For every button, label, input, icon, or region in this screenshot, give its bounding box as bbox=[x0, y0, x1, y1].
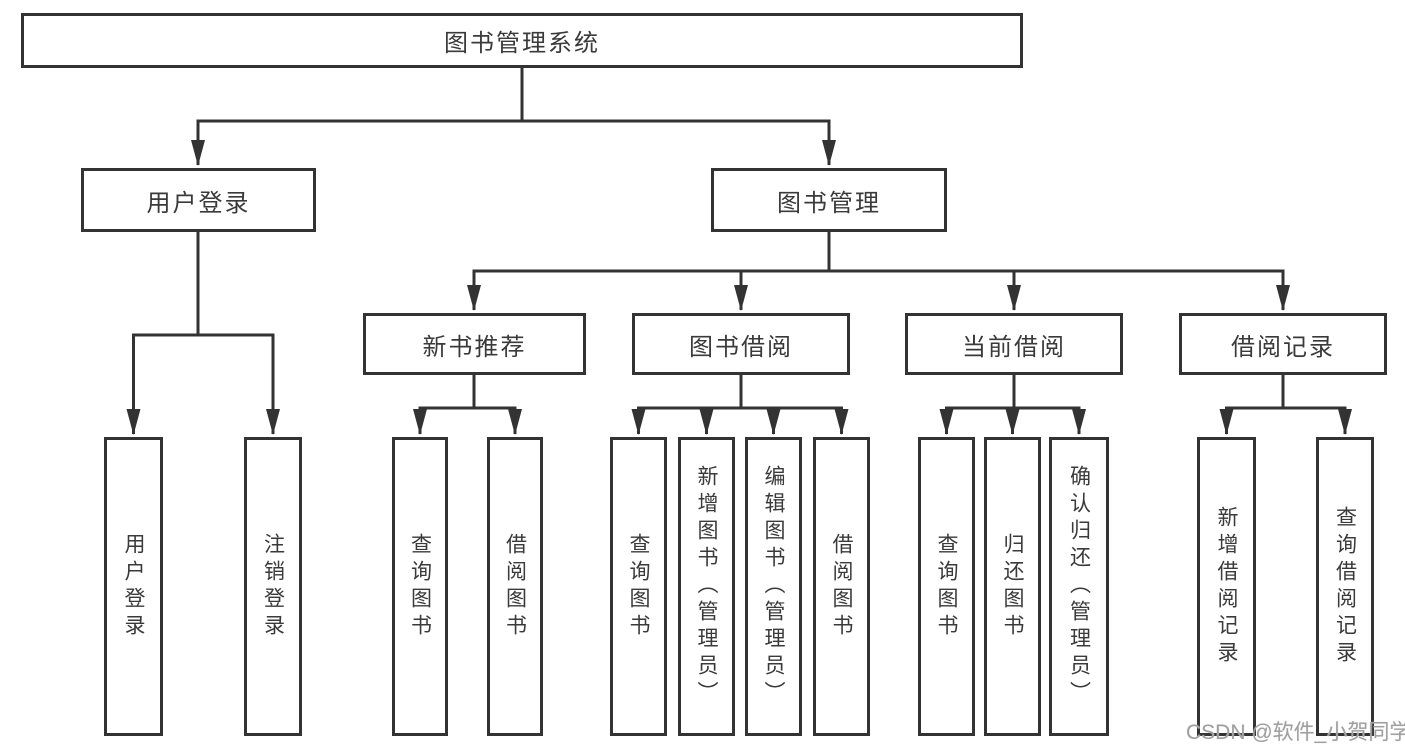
leaf-logout: 注销登录 bbox=[244, 437, 302, 736]
node-root: 图书管理系统 bbox=[21, 13, 1023, 68]
leaf-borrow-books: 借阅图书 bbox=[813, 437, 870, 736]
node-user-login: 用户登录 bbox=[81, 168, 316, 232]
csdn-watermark: CSDN @软件_小贺同学 bbox=[1186, 721, 1405, 744]
leaf-add-books-admin-label: 新增图书（管理员） bbox=[695, 465, 718, 708]
node-book-borrowing: 图书借阅 bbox=[632, 313, 850, 375]
leaf-confirm-return-admin-label: 确认归还（管理员） bbox=[1067, 465, 1091, 708]
node-book-borrowing-label: 图书借阅 bbox=[689, 333, 793, 361]
leaf-add-borrow-record: 新增借阅记录 bbox=[1197, 437, 1256, 736]
leaf-logout-label: 注销登录 bbox=[261, 532, 285, 641]
leaf-edit-books-admin: 编辑图书（管理员） bbox=[745, 437, 802, 736]
node-new-book-recommend: 新书推荐 bbox=[363, 313, 586, 375]
leaf-query-borrow-record-label: 查询借阅记录 bbox=[1333, 505, 1357, 668]
node-borrowing-records-label: 借阅记录 bbox=[1231, 333, 1335, 361]
leaf-query-books-recommend-label: 查询图书 bbox=[408, 532, 432, 641]
leaf-query-books-current: 查询图书 bbox=[918, 437, 975, 736]
leaf-return-books: 归还图书 bbox=[984, 437, 1041, 736]
node-current-borrowing: 当前借阅 bbox=[905, 313, 1123, 375]
leaf-confirm-return-admin: 确认归还（管理员） bbox=[1049, 437, 1109, 736]
leaf-add-borrow-record-label: 新增借阅记录 bbox=[1215, 505, 1238, 668]
leaf-borrow-books-recommend-label: 借阅图书 bbox=[503, 532, 527, 641]
leaf-user-login: 用户登录 bbox=[104, 437, 163, 736]
leaf-borrow-books-label: 借阅图书 bbox=[830, 532, 853, 641]
leaf-query-books-current-label: 查询图书 bbox=[935, 532, 958, 641]
node-book-management: 图书管理 bbox=[711, 168, 947, 232]
leaf-query-borrow-record: 查询借阅记录 bbox=[1316, 437, 1374, 736]
node-borrowing-records: 借阅记录 bbox=[1179, 313, 1387, 375]
leaf-borrow-books-recommend: 借阅图书 bbox=[487, 437, 543, 736]
leaf-user-login-label: 用户登录 bbox=[122, 532, 145, 641]
leaf-edit-books-admin-label: 编辑图书（管理员） bbox=[762, 465, 785, 708]
node-current-borrowing-label: 当前借阅 bbox=[962, 333, 1066, 361]
leaf-query-books-borrowing: 查询图书 bbox=[610, 437, 667, 736]
leaf-query-books-borrowing-label: 查询图书 bbox=[627, 532, 650, 641]
leaf-return-books-label: 归还图书 bbox=[1001, 532, 1024, 641]
leaf-query-books-recommend: 查询图书 bbox=[392, 437, 448, 736]
node-root-label: 图书管理系统 bbox=[444, 30, 600, 57]
node-new-book-recommend-label: 新书推荐 bbox=[422, 333, 527, 361]
node-book-management-label: 图书管理 bbox=[777, 189, 881, 217]
node-user-login-label: 用户登录 bbox=[146, 189, 251, 217]
leaf-add-books-admin: 新增图书（管理员） bbox=[678, 437, 735, 736]
